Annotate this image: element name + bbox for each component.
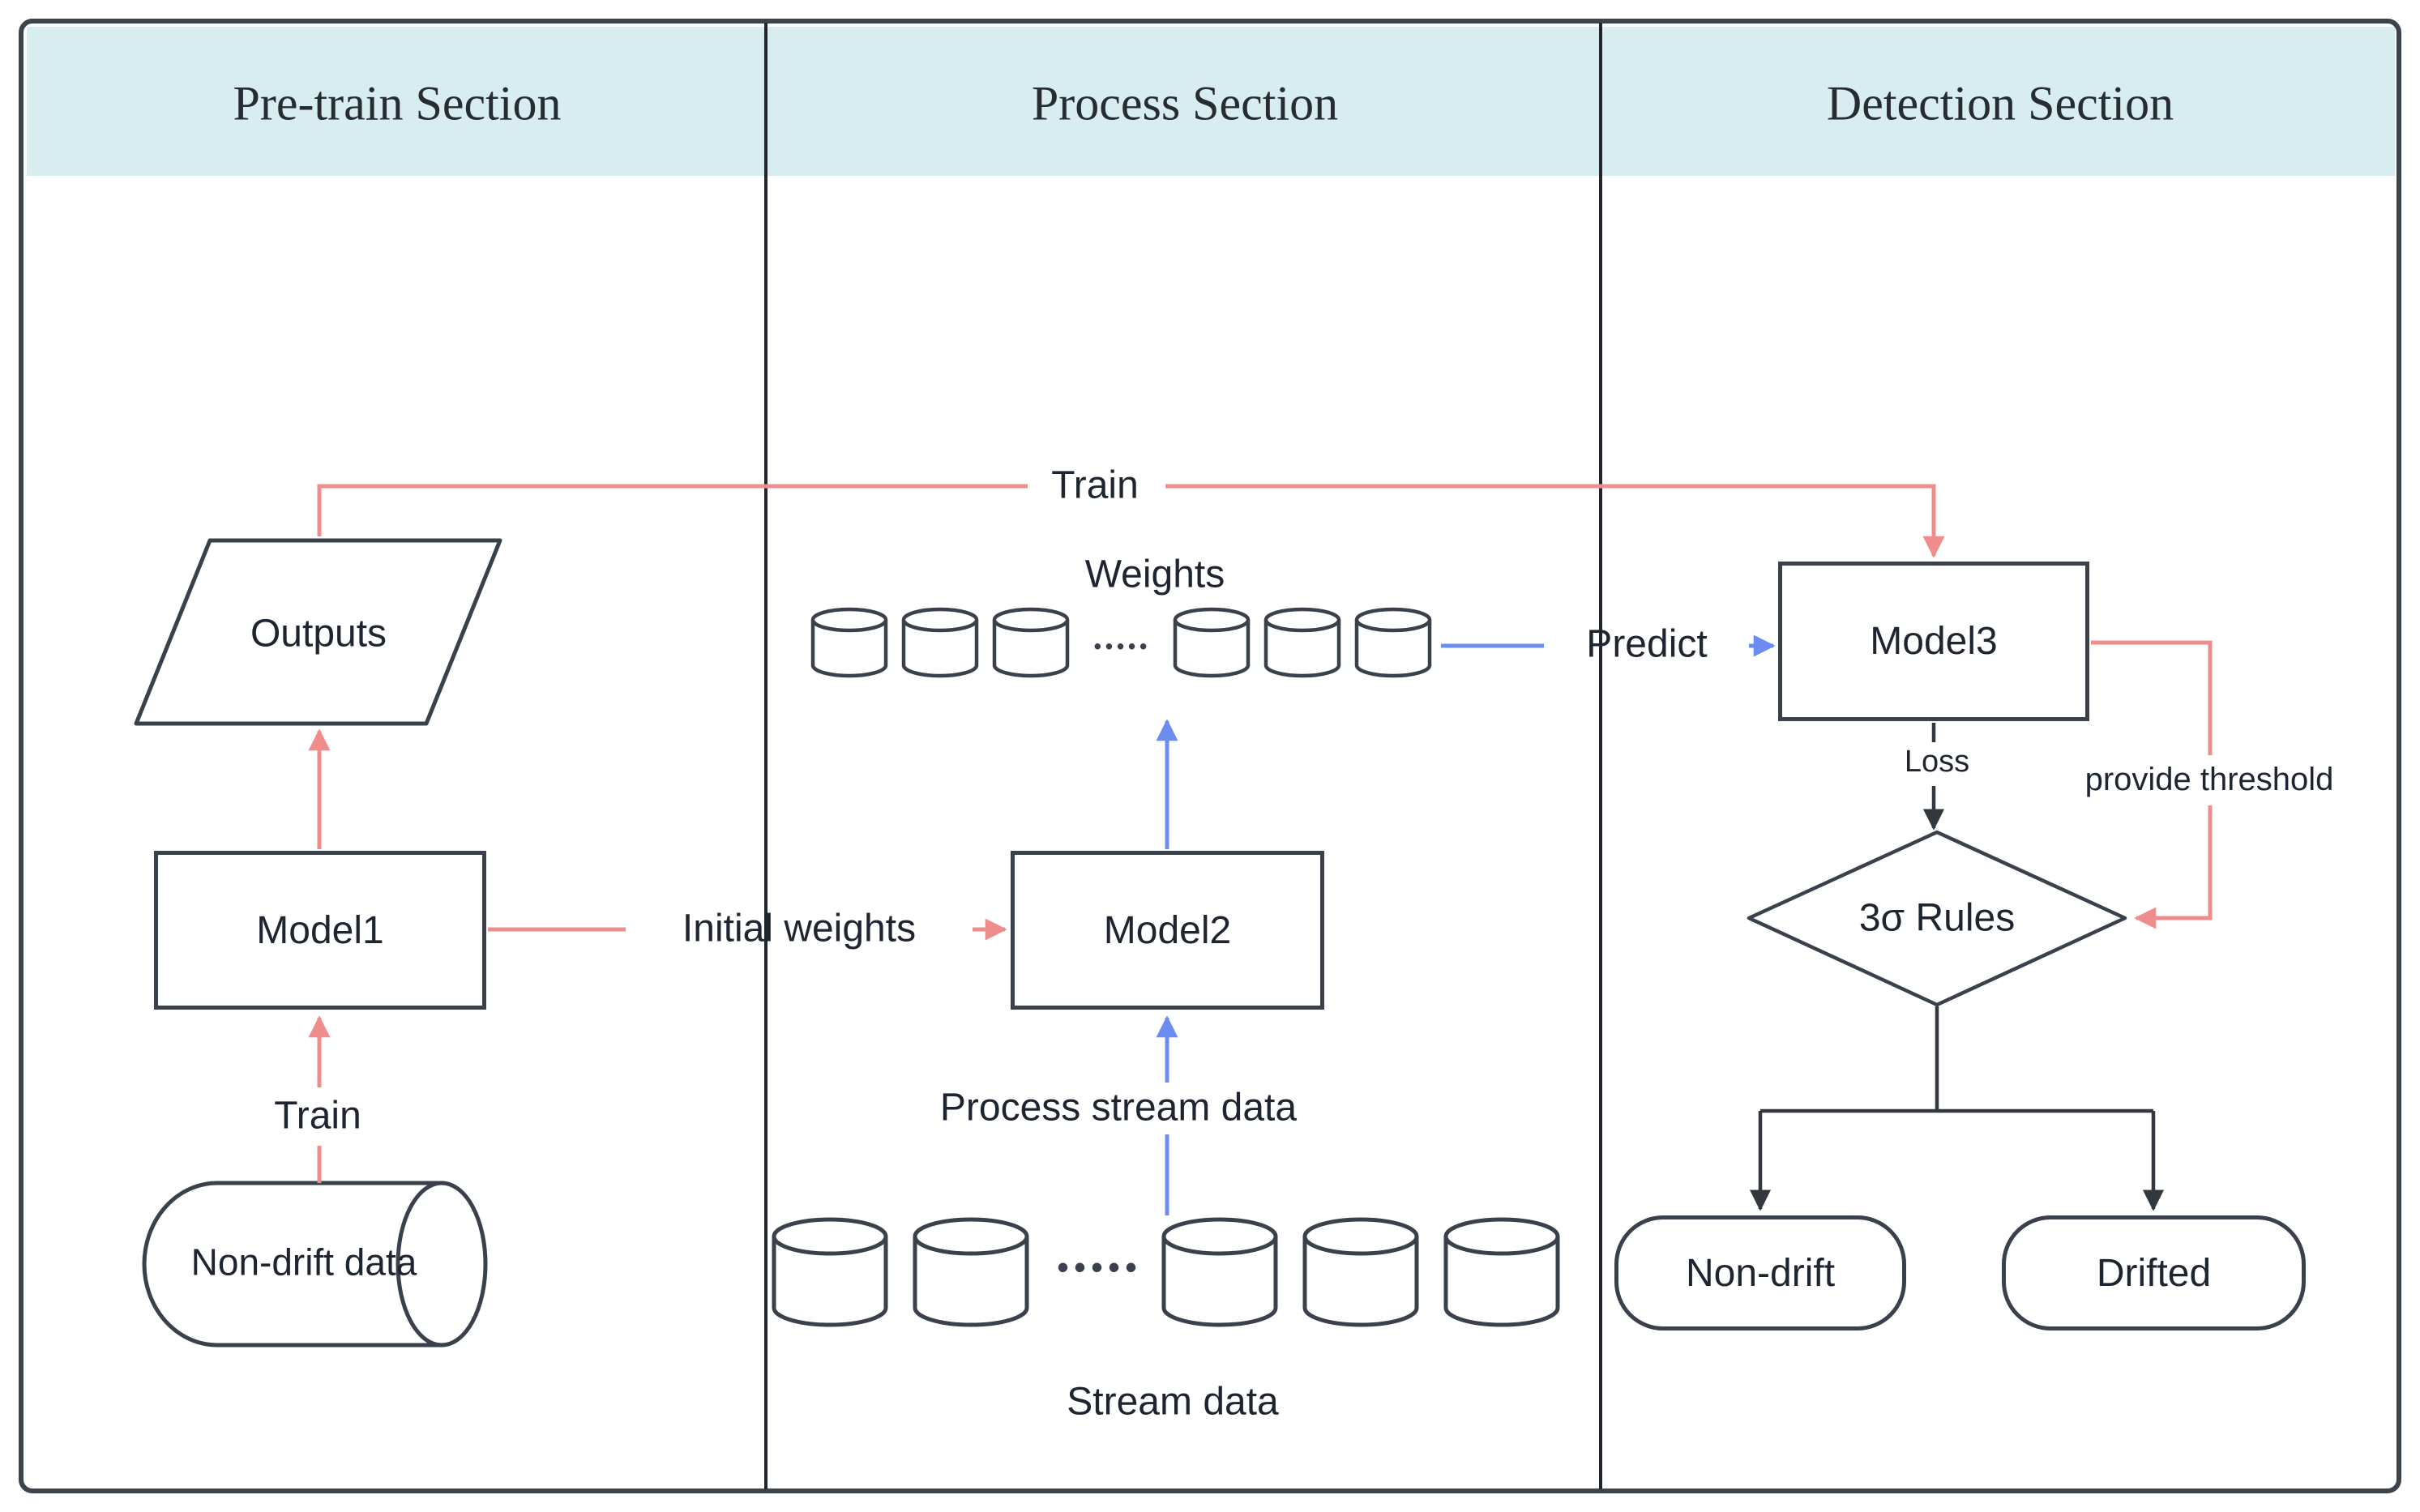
train-edge-label-top: Train (1051, 463, 1139, 507)
drifted-result-label: Drifted (2096, 1251, 2212, 1295)
db-cylinder-icon (1443, 1217, 1560, 1327)
model2-node: Model2 (1011, 851, 1324, 1010)
db-cylinder-icon (772, 1217, 888, 1327)
edge-diamond-split (1760, 1006, 2153, 1113)
edge-train-top-left (317, 484, 1028, 536)
model1-node: Model1 (154, 851, 486, 1010)
loss-edge-label: Loss (1904, 745, 1970, 779)
db-cylinder-icon (1173, 607, 1251, 678)
edge-provide-threshold-upper (2091, 640, 2213, 755)
db-cylinder-icon (913, 1217, 1029, 1327)
model3-node: Model3 (1778, 562, 2089, 721)
train-edge-label-left: Train (274, 1094, 361, 1138)
process-stream-edge-label: Process stream data (939, 1086, 1298, 1130)
sigma-rules-label: 3σ Rules (1858, 896, 2016, 940)
initial-weights-edge-label: Initial weights (682, 907, 917, 950)
provide-threshold-edge-label: provide threshold (2084, 762, 2334, 797)
db-cylinder-icon (1263, 607, 1341, 678)
drifted-result-node: Drifted (2002, 1215, 2306, 1330)
model2-label: Model2 (1103, 908, 1232, 952)
diagram-frame (19, 19, 2401, 1493)
outputs-label: Outputs (250, 612, 387, 656)
model3-label: Model3 (1870, 620, 1998, 663)
predict-edge-label: Predict (1586, 622, 1708, 666)
db-cylinder-icon (992, 607, 1070, 678)
section-title-process: Process Section (1031, 76, 1339, 130)
edge-provide-threshold-lower (2134, 805, 2213, 929)
nondrift-data-cylinder (142, 1181, 488, 1348)
weights-title: Weights (1084, 553, 1225, 596)
section-title-detection: Detection Section (1826, 76, 2174, 130)
db-cylinder-icon (810, 607, 888, 678)
model1-label: Model1 (256, 908, 384, 952)
db-cylinder-icon (901, 607, 979, 678)
edge-train-top-right (1165, 484, 1945, 558)
nondrift-result-label: Non-drift (1685, 1251, 1836, 1295)
db-cylinder-icon (1354, 607, 1432, 678)
stream-data-label: Stream data (1067, 1380, 1279, 1424)
db-cylinder-icon (1302, 1217, 1419, 1327)
outputs-parallelogram (134, 538, 502, 726)
sigma-rules-diamond (1747, 830, 2127, 1007)
nondrift-data-label: Non-drift data (190, 1241, 417, 1283)
weights-ellipsis-dots: ••••• (1093, 634, 1152, 659)
section-title-pretrain: Pre-train Section (233, 76, 562, 130)
stream-ellipsis-dots: ••••• (1057, 1249, 1143, 1286)
header-band (27, 27, 2395, 176)
db-cylinder-icon (1161, 1217, 1278, 1327)
nondrift-result-node: Non-drift (1614, 1215, 1906, 1330)
